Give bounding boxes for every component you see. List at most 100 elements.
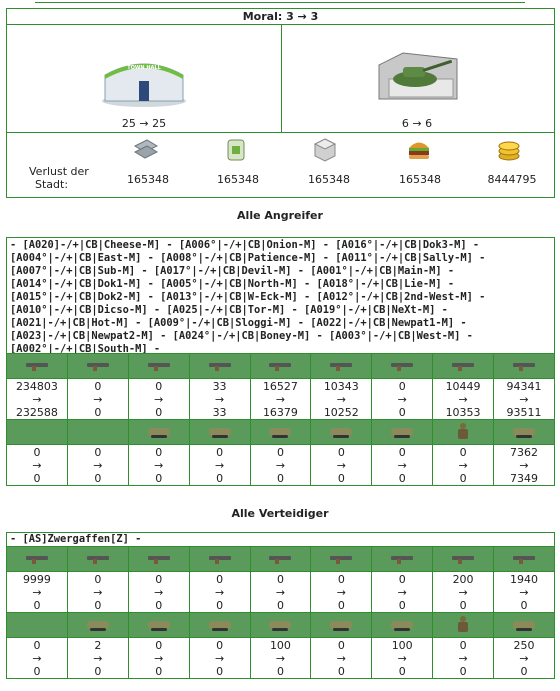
moral-box: Moral: 3 → 3 xyxy=(6,8,555,25)
jeep-icon xyxy=(188,419,251,445)
anti-tank-icon xyxy=(432,546,494,572)
defenders-table: 9999→0 0→0 0→0 0→0 0→0 0→0 0→0 200→0 194… xyxy=(6,546,555,679)
empty-cell xyxy=(6,612,68,638)
townhall-value: 25 → 25 xyxy=(121,117,167,130)
table-cell: 0→0 xyxy=(127,444,190,486)
table-cell: 250→0 xyxy=(493,637,555,679)
table-cell: 0→0 xyxy=(66,571,129,613)
table-cell: 0→0 xyxy=(249,444,312,486)
loss-label-line1: Verlust der xyxy=(29,165,89,178)
table-cell: 7362→7349 xyxy=(493,444,555,486)
table-cell: 0→0 xyxy=(249,571,312,613)
coins-icon xyxy=(498,141,520,161)
buildings-box: TOWN HALL 25 → 25 6 → 6 xyxy=(6,24,555,133)
table-cell: 0→0 xyxy=(6,444,68,486)
attackers-title: Alle Angreifer xyxy=(237,209,323,222)
loss-label: Verlust der Stadt: xyxy=(29,165,109,191)
tank-factory-icon xyxy=(378,52,458,100)
soldier-icon xyxy=(432,419,494,445)
tank-icon xyxy=(371,612,434,638)
table-cell: 0→0 xyxy=(371,378,434,420)
table-cell: 0→0 xyxy=(310,571,373,613)
townhall-building: TOWN HALL xyxy=(99,55,189,107)
table-cell: 0→0 xyxy=(188,444,251,486)
table-cell: 0→0 xyxy=(127,571,190,613)
table-cell: 0→0 xyxy=(188,637,251,679)
townhall-icon: TOWN HALL xyxy=(102,63,186,107)
armored-truck-icon xyxy=(66,612,129,638)
scout-vehicle-icon xyxy=(310,419,373,445)
artillery-icon xyxy=(493,419,555,445)
oil-barrel-icon xyxy=(227,139,245,161)
table-cell: 2→0 xyxy=(66,637,129,679)
table-cell: 0→0 xyxy=(66,444,129,486)
rocket-launcher-icon xyxy=(127,546,190,572)
townhall-sign: TOWN HALL xyxy=(127,65,161,71)
scout-vehicle-icon xyxy=(249,612,312,638)
apc-icon xyxy=(249,419,312,445)
sniper-icon xyxy=(371,353,434,379)
artillery-icon xyxy=(493,612,555,638)
apc-icon xyxy=(188,612,251,638)
table-cell: 100→0 xyxy=(371,637,434,679)
loss-value-food: 165348 xyxy=(399,173,441,186)
table-cell: 0→0 xyxy=(6,637,68,679)
tank-icon xyxy=(371,419,434,445)
mortar-icon xyxy=(188,546,251,572)
loss-value-coins: 8444795 xyxy=(487,173,537,186)
table-cell: 100→0 xyxy=(249,637,312,679)
rifle-icon xyxy=(6,353,68,379)
attackers-infantry-icon-row xyxy=(6,353,555,379)
rocket-launcher-icon xyxy=(127,353,190,379)
table-cell: 0→0 xyxy=(127,378,190,420)
table-cell: 10449→10353 xyxy=(432,378,494,420)
metal-icon xyxy=(133,139,159,159)
defenders-names: - [AS]Zwergaffen[Z] - xyxy=(6,532,555,547)
defenders-title: Alle Verteidiger xyxy=(231,507,329,520)
attackers-infantry-values: 234803→232588 0→0 0→0 33→33 16527→16379 … xyxy=(6,378,555,420)
cube-icon xyxy=(313,138,337,162)
defenders-vehicle-values: 0→0 2→0 0→0 0→0 100→0 0→0 100→0 0→0 250→… xyxy=(6,637,555,679)
table-cell: 94341→93511 xyxy=(493,378,555,420)
rifle-icon xyxy=(6,546,68,572)
empty-cell xyxy=(6,419,68,445)
attackers-table: 234803→232588 0→0 0→0 33→33 16527→16379 … xyxy=(6,353,555,486)
armored-truck-icon xyxy=(127,419,190,445)
cannon-icon xyxy=(493,353,555,379)
machine-gun-icon xyxy=(66,546,129,572)
top-divider xyxy=(35,2,525,3)
table-cell: 1940→0 xyxy=(493,571,555,613)
table-cell: 0→0 xyxy=(66,378,129,420)
defenders-vehicle-icon-row xyxy=(6,612,555,638)
heavy-gun-icon xyxy=(249,353,312,379)
tank-value: 6 → 6 xyxy=(401,117,433,130)
table-cell: 0→0 xyxy=(371,571,434,613)
table-cell: 0→0 xyxy=(127,637,190,679)
defenders-infantry-icon-row xyxy=(6,546,555,572)
truck-icon xyxy=(310,612,373,638)
loss-label-line2: Stadt: xyxy=(35,178,69,191)
table-cell: 0→0 xyxy=(310,444,373,486)
table-cell: 16527→16379 xyxy=(249,378,312,420)
table-cell: 0→0 xyxy=(310,637,373,679)
soldier-icon xyxy=(432,612,494,638)
table-cell: 0→0 xyxy=(371,444,434,486)
table-cell: 200→0 xyxy=(432,571,494,613)
table-cell: 234803→232588 xyxy=(6,378,68,420)
table-cell: 9999→0 xyxy=(6,571,68,613)
burger-icon xyxy=(409,142,429,159)
loss-box: Verlust der Stadt: 165348 165348 165348 … xyxy=(6,132,555,198)
buildings-divider xyxy=(281,25,282,132)
moral-label: Moral: 3 → 3 xyxy=(242,10,319,23)
heavy-gun-icon xyxy=(249,546,312,572)
jeep-icon xyxy=(127,612,190,638)
table-cell: 33→33 xyxy=(188,378,251,420)
attackers-vehicle-values: 0→0 0→0 0→0 0→0 0→0 0→0 0→0 0→0 7362→734… xyxy=(6,444,555,486)
attackers-vehicle-icon-row xyxy=(6,419,555,445)
loss-value-cube: 165348 xyxy=(308,173,350,186)
tank-building xyxy=(373,45,461,105)
attackers-names: - [A020]-/+|CB|Cheese-M] - [A006°|-/+|CB… xyxy=(6,237,555,354)
empty-cell xyxy=(66,419,129,445)
sniper-icon xyxy=(371,546,434,572)
table-cell: 0→0 xyxy=(188,571,251,613)
